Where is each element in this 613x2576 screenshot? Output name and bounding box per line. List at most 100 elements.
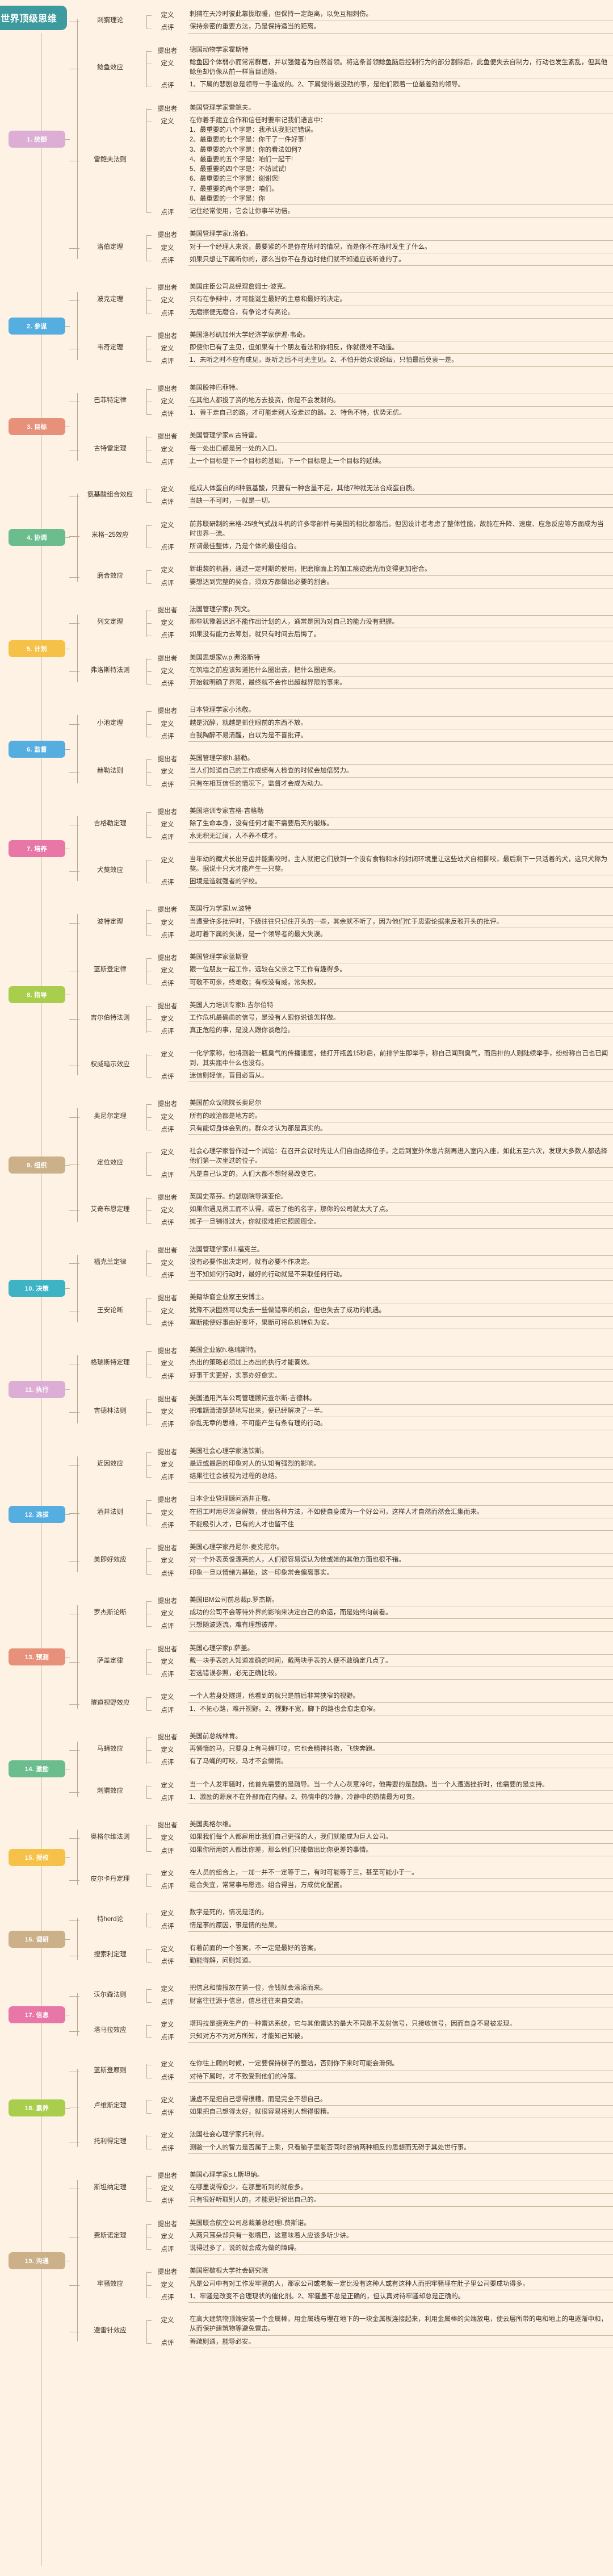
theory-name[interactable]: 蓝斯登定律 xyxy=(94,966,127,974)
theory-name[interactable]: 托利得定理 xyxy=(94,2137,127,2145)
detail-row-text: 新组装的机器，通过一定时期的使用，把磨擦面上的加工痕迹磨光而变得更加密合。 xyxy=(188,565,613,576)
category-badge[interactable]: 2. 参谋 xyxy=(9,317,65,335)
detail-row-label: 定义 xyxy=(161,1694,174,1701)
category-column: 10. 决策 xyxy=(0,1242,74,1335)
detail-row-label: 定义 xyxy=(161,60,174,67)
theory-name[interactable]: 牢骚效应 xyxy=(97,2280,123,2287)
theory-name[interactable]: 卢维斯定理 xyxy=(94,2102,127,2110)
category-badge[interactable]: 9. 组织 xyxy=(9,1156,65,1174)
theory-name[interactable]: 吉德林法则 xyxy=(94,1408,127,1415)
category-badge[interactable]: 1. 统御 xyxy=(9,131,65,148)
theory-name[interactable]: 氨基酸组合效应 xyxy=(87,491,133,499)
theory-name[interactable]: 韦奇定理 xyxy=(97,344,123,352)
category-badge[interactable]: 15. 授权 xyxy=(9,1848,65,1866)
theory-name[interactable]: 特herd论 xyxy=(96,1915,124,1923)
section-gap xyxy=(0,1088,613,1096)
theory-name[interactable]: 巴菲特定律 xyxy=(94,396,127,404)
theory-name[interactable]: 隧道视野效应 xyxy=(90,1699,130,1706)
theory-name[interactable]: 刺猬效应 xyxy=(97,1787,123,1794)
theory-name[interactable]: 定位效应 xyxy=(97,1159,123,1166)
theory-name[interactable]: 避雷针效应 xyxy=(94,2327,127,2334)
category-badge[interactable]: 4. 协调 xyxy=(9,529,65,546)
theory-gap xyxy=(74,1534,613,1542)
theory-name[interactable]: 塔马拉效应 xyxy=(94,2027,127,2034)
detail-row-text: 美国培训专家吉格·吉格勒 xyxy=(188,807,613,817)
category-badge[interactable]: 10. 决策 xyxy=(9,1280,65,1297)
theory-name[interactable]: 蓝斯登原则 xyxy=(94,2066,127,2074)
category-badge[interactable]: 13. 预测 xyxy=(9,1648,65,1665)
theory-name[interactable]: 小池定理 xyxy=(97,719,123,727)
theory-name[interactable]: 吉尔伯特法则 xyxy=(90,1014,130,1022)
detail-row: 定义当一个人发牢骚时，他首先需要的是疏导。当一个人心灰意冷时，他需要的是鼓励。当… xyxy=(146,1780,613,1792)
category-badge[interactable]: 11. 执行 xyxy=(9,1380,65,1398)
theory-name[interactable]: 萨盖定律 xyxy=(97,1657,123,1664)
theory-name[interactable]: 艾奇布恩定理 xyxy=(90,1206,130,1213)
theory-name[interactable]: 酒井法则 xyxy=(97,1508,123,1515)
detail-row: 定义对于一个经理人来说，最要紧的不是你在场时的情况，而是你不在场时发生了什么。 xyxy=(146,242,613,254)
category-badge[interactable]: 18. 素养 xyxy=(9,2099,65,2116)
detail-row-label: 提出者 xyxy=(157,808,178,816)
detail-row-label: 点评 xyxy=(161,2145,174,2152)
theory-name[interactable]: 王安论断 xyxy=(97,1306,123,1314)
detail-row-text: 对待下属时，才不致受到他们的冷落。 xyxy=(188,2072,613,2083)
category-badge[interactable]: 6. 监督 xyxy=(9,741,65,758)
theory-list: 特herd论定义数字是死的，情况是活的。点评情是事的原因，事是情的结果。搜索利定… xyxy=(69,1905,613,1973)
theory-name[interactable]: 洛伯定理 xyxy=(97,243,123,250)
theory-name-wrap: 刺猬理论 xyxy=(69,9,146,35)
category-badge[interactable]: 12. 选拔 xyxy=(9,1505,65,1523)
detail-row-label: 点评 xyxy=(161,1923,174,1930)
theory-name[interactable]: 近因效应 xyxy=(97,1460,123,1467)
theory-name[interactable]: 斯坦纳定理 xyxy=(94,2184,127,2191)
theory-gap xyxy=(74,1138,613,1146)
theory-name[interactable]: 沃尔森法则 xyxy=(94,1991,127,1998)
theory-name[interactable]: 奥格尔维法则 xyxy=(90,1834,130,1841)
theory-name[interactable]: 赫勒法则 xyxy=(97,767,123,775)
theory-name[interactable]: 磨合效应 xyxy=(97,572,123,579)
detail-row-text: 当不知如何行动时，最好的行动就是不采取任何行动。 xyxy=(188,1270,613,1281)
theory-name[interactable]: 吉格勒定理 xyxy=(94,820,127,828)
detail-row: 提出者美国通用汽车公司管理顾问查尔斯·吉德林。 xyxy=(146,1393,613,1406)
detail-row-text: 每一处出口都是另一处的入口。 xyxy=(188,444,613,455)
theory-name[interactable]: 马蝇效应 xyxy=(97,1746,123,1753)
theory-name[interactable]: 搜索利定理 xyxy=(94,1951,127,1959)
detail-row-label: 定义 xyxy=(161,244,174,252)
detail-row: 提出者法国管理学家d.l.福克兰。 xyxy=(146,1245,613,1257)
category-badge[interactable]: 16. 调研 xyxy=(9,1930,65,1948)
theory-name[interactable]: 鲶鱼效应 xyxy=(97,64,123,71)
theory-name[interactable]: 波特定理 xyxy=(97,918,123,925)
theory-name[interactable]: 奥尼尔定理 xyxy=(94,1112,127,1120)
theory-name[interactable]: 弗洛斯特法则 xyxy=(90,666,130,674)
section-gap xyxy=(0,1809,613,1817)
theory-name[interactable]: 福克兰定律 xyxy=(94,1258,127,1266)
detail-row-label: 点评 xyxy=(161,2246,174,2253)
theory-name[interactable]: 皮尔卡丹定理 xyxy=(90,1876,130,1883)
category-badge[interactable]: 19. 沟通 xyxy=(9,2252,65,2269)
theory-node: 雷鲍夫法则提出者美国管理学家雷鲍夫。定义在你着手建立合作和信任时要牢记我们语言中… xyxy=(69,103,613,219)
theory-name[interactable]: 费斯诺定理 xyxy=(94,2232,127,2239)
category-badge[interactable]: 3. 目标 xyxy=(9,418,65,436)
category-badge[interactable]: 14. 激励 xyxy=(9,1760,65,1778)
theory-name[interactable]: 罗杰斯论断 xyxy=(94,1609,127,1617)
theory-name[interactable]: 列文定理 xyxy=(97,619,123,626)
category-badge[interactable]: 7. 培养 xyxy=(9,840,65,857)
theory-node: 蓝斯登定律提出者美国管理学家蓝斯登定义跟一位朋友一起工作，远较在父亲之下工作有趣… xyxy=(69,952,613,990)
theory-name[interactable]: 波克定理 xyxy=(97,296,123,303)
theory-name[interactable]: 米格−25效应 xyxy=(91,532,129,539)
detail-row-text: 那些犹豫着迟迟不能作出计划的人，通常是因为对自己的能力没有把握。 xyxy=(188,617,613,629)
detail-row: 定义在哪里说得愈少，在那里听到的就愈多。 xyxy=(146,2182,613,2195)
category-badge[interactable]: 8. 指导 xyxy=(9,986,65,1004)
detail-row: 定义法国社会心理学家托利得。 xyxy=(146,2130,613,2142)
theory-name[interactable]: 犬獒效应 xyxy=(97,867,123,874)
detail-row: 点评不能吸引人才，已有的人才也留不住 xyxy=(146,1519,613,1532)
theory-name[interactable]: 权威暗示效应 xyxy=(90,1061,130,1068)
theory-name[interactable]: 雷鲍夫法则 xyxy=(94,156,127,163)
theory-name[interactable]: 刺猬理论 xyxy=(97,17,123,24)
theory-name[interactable]: 美即好效应 xyxy=(94,1556,127,1564)
category-badge[interactable]: 5. 计划 xyxy=(9,640,65,657)
theory-name[interactable]: 格瑞斯特定理 xyxy=(90,1359,130,1367)
category-badge[interactable]: 17. 信息 xyxy=(9,2006,65,2023)
theory-name[interactable]: 古特雷定理 xyxy=(94,445,127,452)
detail-row-label: 点评 xyxy=(161,1623,174,1630)
detail-row-label: 定义 xyxy=(161,1610,174,1617)
section-6: 6. 监督小池定理提出者日本管理学家小池敬。定义越是沉醉，就越是抓住眼前的东西不… xyxy=(0,703,613,796)
